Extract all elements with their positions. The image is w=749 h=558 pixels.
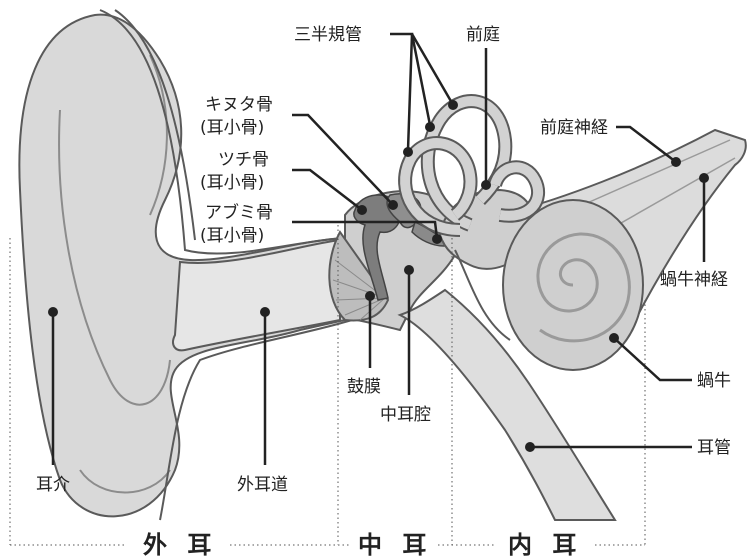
semicircular-canals-shape: [398, 94, 546, 237]
label-cochlea: 蝸牛: [697, 371, 731, 391]
label-auricle: 耳介: [36, 475, 70, 495]
label-incus-sub: (耳小骨): [200, 118, 264, 138]
cochlea-shape: [502, 199, 644, 371]
label-malleus: ツチ骨: [218, 150, 269, 170]
vestibular-duct: [454, 249, 511, 341]
label-middle-ear-cavity: 中耳腔: [380, 405, 431, 425]
nerve-line-2: [599, 157, 736, 236]
leader-lines: [51, 32, 706, 465]
section-inner-ear: 内 耳: [508, 531, 582, 558]
label-cochlear-nerve: 蝸牛神経: [660, 270, 728, 290]
label-ear-canal: 外耳道: [237, 475, 288, 495]
label-malleus-sub: (耳小骨): [200, 173, 264, 193]
label-vestibule: 前庭: [466, 25, 500, 45]
label-stapes-sub: (耳小骨): [200, 226, 264, 246]
eustachian-tube-shape: [397, 288, 617, 521]
section-middle-ear: 中 耳: [358, 531, 432, 558]
leader-dots: [48, 100, 709, 452]
label-incus: キヌタ骨: [205, 95, 273, 115]
section-guides: [9, 225, 646, 546]
label-eardrum: 鼓膜: [347, 377, 381, 397]
label-stapes: アブミ骨: [205, 202, 273, 223]
label-eustachian-tube: 耳管: [697, 438, 731, 458]
canal-wall-inner: [114, 9, 196, 241]
section-outer-ear: 外 耳: [143, 531, 217, 558]
label-semicircular-canals: 三半規管: [294, 25, 362, 45]
label-vestibular-nerve: 前庭神経: [540, 118, 608, 138]
ear-canal-shape: [172, 238, 341, 352]
